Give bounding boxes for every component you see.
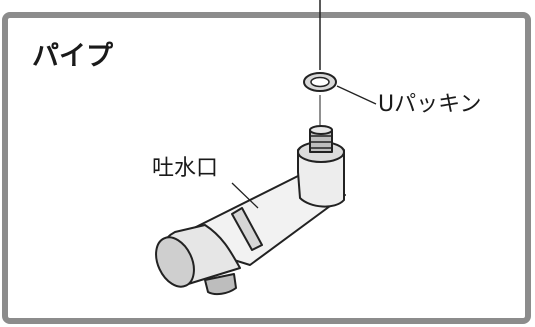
spout-leader (231, 182, 259, 209)
diagram-title: パイプ (32, 41, 113, 72)
u-packing-ring (303, 72, 337, 92)
u-packing-label: Uパッキン (378, 92, 482, 117)
spout-label: 吐水口 (152, 156, 219, 181)
u-packing-leader (336, 85, 377, 105)
diagram-frame (2, 12, 531, 324)
pipe-body (155, 125, 346, 296)
